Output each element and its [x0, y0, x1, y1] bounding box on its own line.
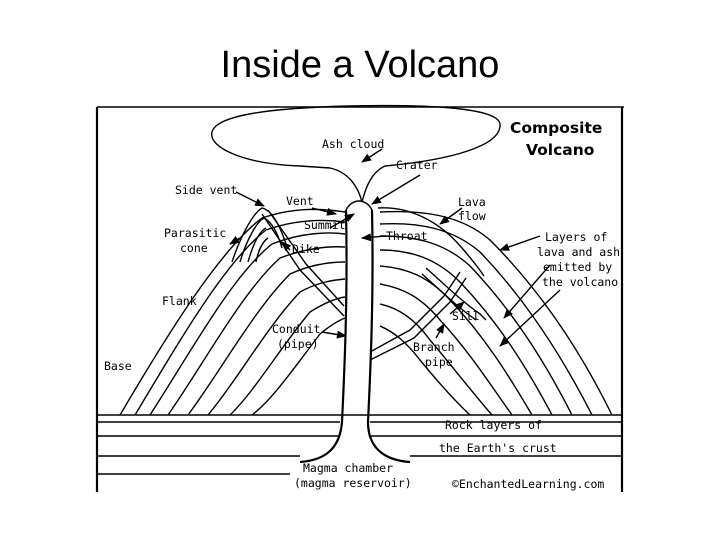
- label-side-vent: Side vent: [175, 183, 237, 197]
- label-lava-flow-line2: flow: [458, 209, 486, 223]
- label-branch-pipe-line2: pipe: [425, 355, 453, 369]
- label-crater: Crater: [396, 158, 438, 172]
- label-magma-chamber-line1: Magma chamber: [303, 461, 393, 475]
- conduit-pipe: [299, 200, 411, 464]
- label-branch-pipe-line1: Branch: [413, 340, 455, 354]
- label-vent: Vent: [286, 194, 314, 208]
- lava-flow-line: [377, 207, 485, 277]
- label-rock-layers-line2: the Earth's crust: [439, 441, 557, 455]
- label-layers-line4: the volcano: [542, 275, 618, 289]
- label-flank: Flank: [162, 294, 197, 308]
- label-rock-layers-line1: Rock layers of: [445, 418, 542, 432]
- diagram-heading-line1: Composite: [510, 119, 602, 137]
- label-parasitic-cone-line1: Parasitic: [164, 226, 226, 240]
- diagram-frame: [95, 106, 624, 492]
- label-conduit-line1: Conduit: [272, 322, 320, 336]
- label-conduit-line2: (pipe): [277, 337, 319, 351]
- label-base: Base: [104, 359, 132, 373]
- label-layers-line1: Layers of: [545, 230, 607, 244]
- label-magma-chamber-line2: (magma reservoir): [294, 476, 412, 490]
- lava-layers: [119, 208, 613, 416]
- crust-layers: [97, 414, 622, 475]
- label-sill: Sill: [452, 309, 480, 323]
- credit-text: ©EnchantedLearning.com: [452, 477, 604, 491]
- label-dike: Dike: [292, 242, 320, 256]
- slide-title: Inside a Volcano: [220, 44, 500, 86]
- label-summit: Summit: [304, 218, 346, 232]
- parasitic-cone-shape: [231, 207, 287, 263]
- pointer-arrows: [229, 148, 561, 347]
- label-lava-flow-line1: Lava: [458, 195, 486, 209]
- label-layers-line3: emitted by: [543, 260, 612, 274]
- sill-line: [421, 267, 487, 321]
- label-layers-line2: lava and ash: [537, 245, 620, 259]
- label-throat: Throat: [386, 229, 428, 243]
- diagram-heading-line2: Volcano: [526, 141, 594, 159]
- label-ash-cloud: Ash cloud: [322, 137, 384, 151]
- branch-pipe-line: [369, 271, 467, 361]
- dike-line: [261, 209, 345, 317]
- label-parasitic-cone-line2: cone: [180, 241, 208, 255]
- ash-cloud-shape: [211, 104, 501, 203]
